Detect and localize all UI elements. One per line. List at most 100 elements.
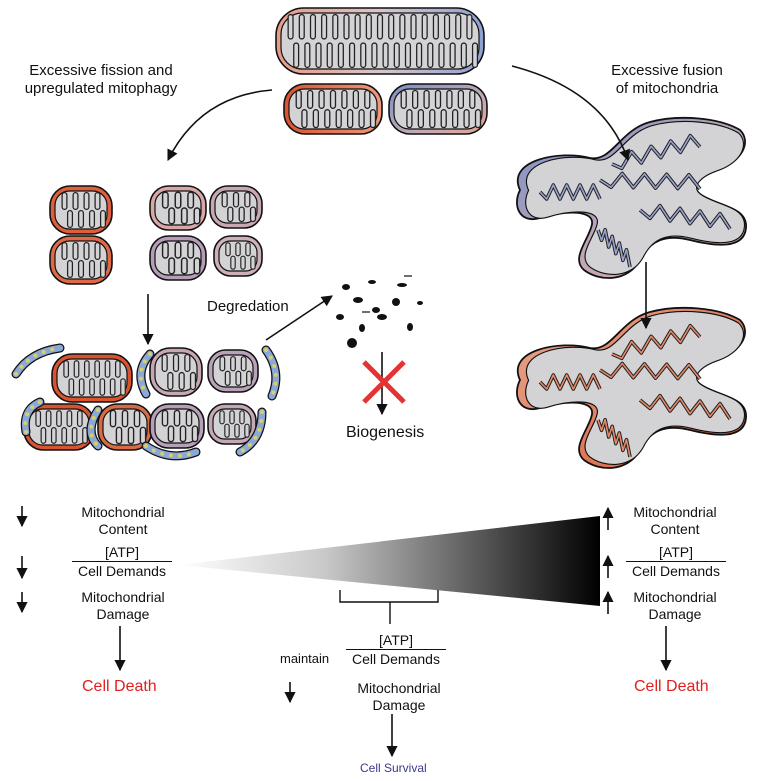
gradient-wedge	[178, 516, 600, 606]
middle-bracket	[339, 590, 439, 624]
cristae-inner	[62, 243, 100, 259]
phagophore-7	[235, 407, 267, 457]
network-cristae-color-1	[539, 184, 601, 200]
right-cell-death: Cell Death	[634, 678, 709, 695]
cristae-inner	[222, 193, 250, 207]
debris-1	[342, 284, 350, 290]
cristae-inner	[296, 91, 370, 108]
phagophore-1	[11, 343, 65, 379]
cristae-inner	[41, 428, 87, 443]
right-content-line2: Content	[650, 521, 700, 537]
phagophore-dots	[238, 410, 264, 454]
fragment-mito-4	[49, 235, 113, 285]
cristae-inner	[231, 256, 255, 269]
fragment-mito-6	[213, 235, 263, 277]
fission-label-line2: upregulated mitophagy	[24, 80, 178, 97]
phagophore-layer	[11, 343, 281, 461]
left-content-line1: Mitochondrial	[81, 504, 165, 520]
left-atp-numerator: [ATP]	[105, 544, 139, 560]
fission-label-line1: Excessive fission and	[29, 62, 173, 79]
cristae-inner	[117, 427, 145, 443]
phagophore-4	[20, 397, 45, 437]
right-damage-line1: Mitochondrial	[633, 589, 717, 605]
phagophore-dots	[23, 400, 42, 434]
mid-damage-line1: Mitochondrial	[357, 680, 441, 696]
cristae-inner	[288, 15, 472, 39]
cristae-inner	[302, 110, 375, 127]
cristae-inner	[162, 355, 190, 371]
fusion-label-line2: of mitochondria	[615, 80, 719, 97]
network-cristae-color-3	[599, 362, 701, 380]
fission-label: Excessive fission and upregulated mitoph…	[8, 62, 194, 98]
fusion-label-line1: Excessive fusion	[611, 62, 723, 79]
cristae-inner	[36, 411, 82, 426]
phagophore-dots	[144, 444, 198, 458]
mid-atp-denominator: Cell Demands	[346, 649, 446, 668]
network-inner	[525, 120, 746, 276]
mitophagy-mito-5	[97, 403, 153, 451]
network-cristae-color-3	[599, 172, 701, 190]
debris-10	[377, 314, 387, 320]
phagophore-6	[141, 441, 201, 461]
mitophagy-mito-6	[149, 403, 205, 449]
left-atp-ratio: [ATP] Cell Demands	[72, 544, 172, 580]
cristae-inner	[68, 211, 105, 227]
cristae-inner	[163, 411, 191, 426]
phagophore-3	[261, 345, 281, 401]
arrow-to-fusion	[511, 65, 631, 162]
mito-top-elongated	[275, 7, 485, 75]
cell-survival: Cell Survival	[360, 761, 427, 775]
cristae-inner	[225, 371, 251, 385]
cristae-inner	[68, 261, 105, 277]
debris-12	[336, 314, 344, 320]
debris-3	[353, 297, 363, 303]
cristae-inner	[62, 193, 100, 209]
cristae-inner	[225, 424, 249, 437]
network-cristae-color-4	[639, 394, 731, 420]
cristae-inner	[168, 373, 195, 389]
debris-7	[372, 307, 380, 313]
mito-daughter-red	[283, 83, 383, 135]
cristae-inner	[407, 110, 480, 127]
left-damage-line1: Mitochondrial	[81, 589, 165, 605]
fragment-mito-3	[209, 185, 263, 229]
mitophagy-mito-4	[23, 403, 95, 451]
left-damage-label: Mitochondrial Damage	[68, 589, 178, 623]
network-cristae-color-4	[639, 204, 731, 230]
debris-9	[417, 301, 423, 305]
mid-atp-ratio: [ATP] Cell Demands	[346, 632, 446, 668]
left-cell-death: Cell Death	[82, 678, 157, 695]
mitophagy-mito-2	[149, 347, 203, 397]
cristae-inner	[220, 411, 244, 424]
network-cristae-color-5	[597, 418, 631, 458]
cristae-inner	[111, 411, 139, 427]
phagophore-2	[136, 349, 155, 399]
mid-atp-numerator: [ATP]	[379, 632, 413, 648]
debris-11	[397, 283, 407, 287]
fragment-mito-1	[49, 185, 113, 235]
debris-4	[392, 298, 400, 306]
fragment-mito-5	[149, 235, 207, 281]
cristae-inner	[163, 242, 193, 258]
cristae-inner	[226, 243, 250, 256]
biogenesis-label: Biogenesis	[346, 424, 425, 441]
left-content-label: Mitochondrial Content	[68, 504, 178, 538]
right-atp-denominator: Cell Demands	[626, 561, 726, 580]
network-cristae-color-2	[611, 324, 701, 360]
right-content-label: Mitochondrial Content	[620, 504, 730, 538]
phagophore-dots	[89, 408, 100, 448]
cristae-inner	[163, 192, 193, 208]
phagophore-body	[137, 350, 154, 398]
cristae-inner	[169, 258, 200, 274]
fusion-label: Excessive fusion of mitochondria	[592, 62, 742, 98]
fused-network-top	[516, 117, 747, 279]
cristae-inner	[169, 426, 197, 441]
fragment-mito-2	[149, 185, 207, 231]
right-atp-ratio: [ATP] Cell Demands	[626, 544, 726, 580]
arrow-to-degradation	[265, 295, 333, 341]
left-damage-line2: Damage	[96, 606, 150, 622]
debris-2	[368, 280, 376, 284]
network-cristae-color-5	[597, 228, 631, 268]
